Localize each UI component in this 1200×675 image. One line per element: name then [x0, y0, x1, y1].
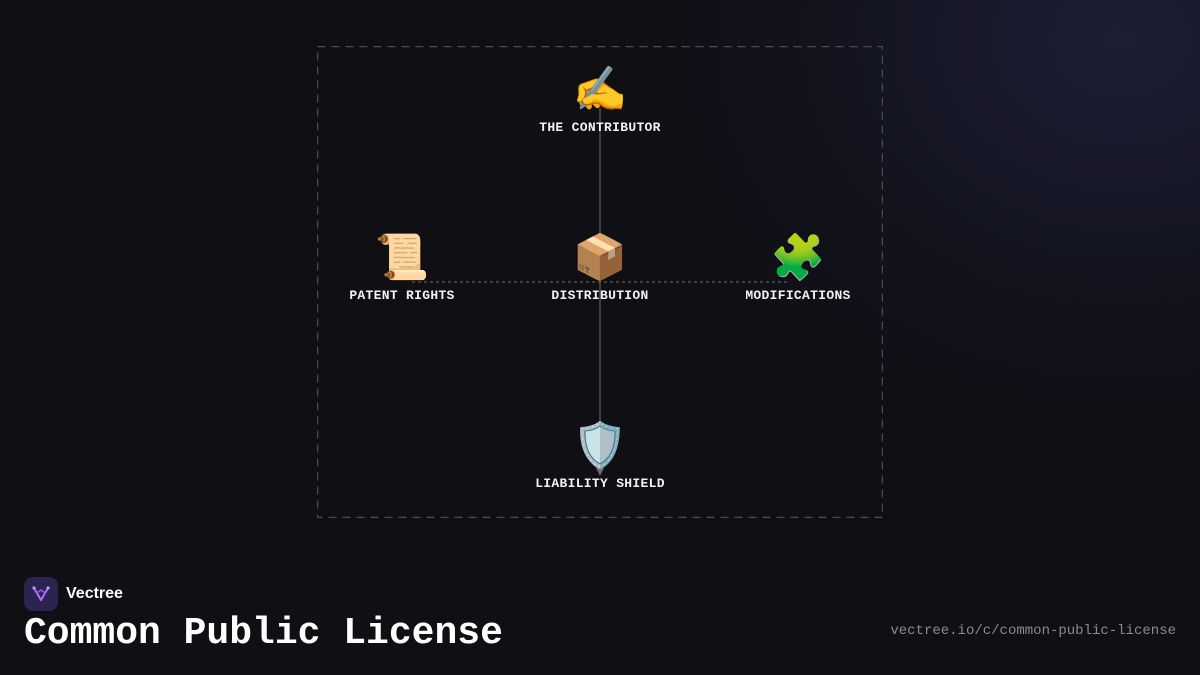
- node-modifications: 🧩 MODIFICATIONS: [698, 232, 898, 303]
- vectree-logo-icon: [24, 577, 58, 611]
- brand-name: Vectree: [66, 585, 123, 602]
- package-icon: 📦: [572, 232, 628, 283]
- node-label-liability-shield: LIABILITY SHIELD: [535, 476, 665, 491]
- diagram-frame: [317, 46, 883, 518]
- page-url[interactable]: vectree.io/c/common-public-license: [890, 623, 1176, 639]
- node-patent-rights: 📜 PATENT RIGHTS: [302, 232, 502, 303]
- node-label-modifications: MODIFICATIONS: [745, 288, 851, 303]
- puzzle-piece-icon: 🧩: [770, 232, 826, 283]
- shield-icon: 🛡️: [572, 420, 628, 471]
- brand[interactable]: Vectree: [24, 577, 123, 611]
- scroll-icon: 📜: [374, 232, 430, 283]
- page-title: Common Public License: [24, 612, 503, 655]
- node-label-contributor: THE CONTRIBUTOR: [539, 120, 661, 135]
- diagram-lines: [317, 46, 883, 518]
- node-label-patent-rights: PATENT RIGHTS: [349, 288, 455, 303]
- node-label-distribution: DISTRIBUTION: [551, 288, 649, 303]
- node-distribution: 📦 DISTRIBUTION: [500, 232, 700, 303]
- node-liability-shield: 🛡️ LIABILITY SHIELD: [500, 420, 700, 491]
- diagram: ✍️ THE CONTRIBUTOR 📜 PATENT RIGHTS 📦 DIS…: [317, 46, 883, 518]
- writing-hand-icon: ✍️: [572, 64, 628, 115]
- node-contributor: ✍️ THE CONTRIBUTOR: [500, 64, 700, 135]
- logo-mark: [32, 586, 50, 601]
